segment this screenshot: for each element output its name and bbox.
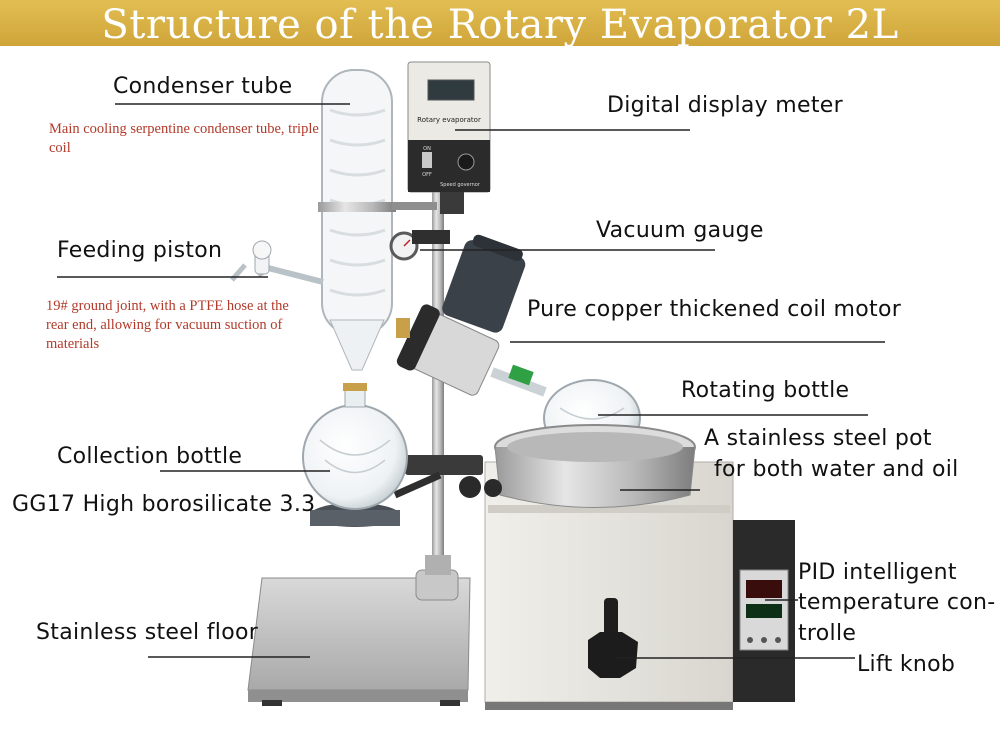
coil-motor <box>396 234 526 396</box>
label-feeding-piston: Feeding piston <box>57 238 223 263</box>
label-pot-line2: for both water and oil <box>714 457 959 482</box>
meter-title-text: Rotary evaporator <box>417 116 481 124</box>
label-lift-knob: Lift knob <box>857 652 956 677</box>
label-coil-motor: Pure copper thickened coil motor <box>527 297 902 322</box>
label-pot-line1: A stainless steel pot <box>704 426 932 451</box>
page-title: Structure of the Rotary Evaporator 2L <box>101 2 899 48</box>
label-stainless-steel-floor: Stainless steel floor <box>36 620 259 645</box>
stainless-steel-floor <box>247 577 471 706</box>
label-collection-bottle: Collection bottle <box>57 444 243 469</box>
vacuum-gauge <box>389 230 450 261</box>
pid-temperature-controller <box>733 520 795 702</box>
switch-on-text: ON <box>423 146 431 152</box>
leader-lines <box>57 103 885 659</box>
label-vacuum-gauge: Vacuum gauge <box>596 218 764 243</box>
condenser-tube <box>318 69 437 371</box>
note-feeding-piston: 19# ground joint, with a PTFE hose at th… <box>46 298 289 352</box>
label-pid-line3: trolle <box>798 621 857 646</box>
title-banner <box>0 0 1000 46</box>
label-pid-line1: PID intelligent <box>798 560 957 585</box>
digital-display-meter: Rotary evaporator ON OFF Speed governor <box>407 61 491 214</box>
label-pid-line2: temperature con- <box>798 590 996 615</box>
lift-knob <box>588 598 638 678</box>
speed-governor-text: Speed governor <box>440 182 481 188</box>
feeding-piston <box>230 240 324 285</box>
label-rotating-bottle: Rotating bottle <box>681 378 850 403</box>
collection-bottle <box>302 383 408 510</box>
note-condenser-tube: Main cooling serpentine condenser tube, … <box>49 121 319 156</box>
collection-bottle-holder <box>310 471 442 527</box>
label-borosilicate: GG17 High borosilicate 3.3 <box>12 492 316 517</box>
label-condenser-tube: Condenser tube <box>113 74 293 99</box>
support-column <box>405 180 483 601</box>
switch-off-text: OFF <box>422 172 432 178</box>
label-digital-display-meter: Digital display meter <box>607 93 843 118</box>
